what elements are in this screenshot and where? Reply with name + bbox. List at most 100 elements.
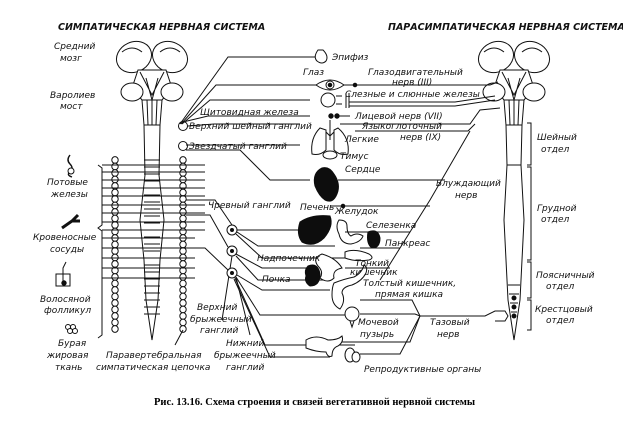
small-intestine-label: Тонкий кишечник xyxy=(350,259,398,278)
liver-icon xyxy=(297,215,332,245)
svg-text:Средний: Средний xyxy=(54,42,95,52)
svg-text:сосуды: сосуды xyxy=(50,245,84,255)
chain-ganglion xyxy=(111,273,119,281)
sympathetic-header: СИМПАТИЧЕСКАЯ НЕРВНАЯ СИСТЕМА xyxy=(58,22,265,33)
svg-text:жировая: жировая xyxy=(46,351,89,361)
chain-ganglion xyxy=(111,318,119,327)
chain-ganglion xyxy=(111,162,119,171)
chain-ganglion xyxy=(111,279,119,288)
superior-mesenteric-ganglion: Верхний брыжеечный ганглий xyxy=(190,245,252,336)
brown-fat-icon xyxy=(65,324,78,334)
svg-text:Блуждающий: Блуждающий xyxy=(436,179,501,189)
svg-text:мозг: мозг xyxy=(60,54,82,64)
right-paravertebral-chain xyxy=(179,156,187,333)
figure-caption: Рис. 13.16. Схема строения и связей веге… xyxy=(154,397,475,408)
facial-ganglion-icon xyxy=(328,113,340,119)
chain-ganglion xyxy=(111,169,119,177)
svg-text:брыжеечный: брыжеечный xyxy=(190,315,252,325)
spleen-icon xyxy=(367,230,381,249)
svg-text:пузырь: пузырь xyxy=(360,330,394,340)
right-brainstem-icon xyxy=(477,40,551,126)
chain-ganglion xyxy=(179,292,187,301)
symp-pathway-face xyxy=(187,123,300,127)
sympathetic-segment-lines xyxy=(102,164,205,279)
chain-ganglion xyxy=(179,208,187,216)
left-spinal-cord-icon xyxy=(139,124,165,341)
svg-text:железы: железы xyxy=(50,190,88,200)
svg-text:Кровеносные: Кровеносные xyxy=(33,233,97,243)
chain-ganglion xyxy=(179,169,187,177)
svg-text:отдел: отдел xyxy=(546,316,575,326)
pons-label: Варолиев мост xyxy=(50,91,95,112)
chain-ganglion xyxy=(179,221,187,229)
large-intestine-icon xyxy=(331,264,368,310)
svg-text:Толстый кишечник,: Толстый кишечник, xyxy=(363,279,456,289)
chain-ganglion xyxy=(111,208,119,216)
vagus-nerve: Блуждающий нерв xyxy=(330,130,501,281)
chain-ganglion xyxy=(179,299,187,307)
chain-ganglion xyxy=(111,286,119,294)
chain-ganglion xyxy=(179,195,187,203)
chain-ganglion xyxy=(111,247,119,255)
chain-ganglion xyxy=(111,305,119,314)
right-spinal-cord-icon xyxy=(503,124,525,341)
svg-text:нерв (IX): нерв (IX) xyxy=(400,133,441,143)
chain-ganglion xyxy=(179,286,187,294)
chain-ganglion xyxy=(111,195,119,203)
svg-text:Крестцовый: Крестцовый xyxy=(535,305,593,315)
svg-text:Чревный ганглий: Чревный ганглий xyxy=(208,201,291,211)
chain-ganglion xyxy=(179,156,187,164)
chain-ganglion xyxy=(179,325,187,333)
uterus-icon xyxy=(305,335,343,357)
svg-text:Звездчатый ганглий: Звездчатый ганглий xyxy=(189,142,287,152)
svg-text:Потовые: Потовые xyxy=(47,178,88,188)
thoracic-section-label: Грудной отдел xyxy=(537,204,577,225)
svg-text:прямая кишка: прямая кишка xyxy=(375,290,443,300)
symp-pathway-thyroid xyxy=(182,115,310,123)
cervical-section-label: Шейный отдел xyxy=(537,133,577,155)
svg-text:Волосяной: Волосяной xyxy=(40,295,91,305)
svg-text:отдел: отдел xyxy=(541,145,570,155)
chain-ganglion xyxy=(111,214,119,223)
pineal-gland-icon xyxy=(314,49,328,64)
svg-text:ткань: ткань xyxy=(55,363,82,373)
blood-vessel-icon xyxy=(61,213,80,230)
stomach-label: Желудок xyxy=(334,207,379,217)
thymus-label: Тимус xyxy=(340,152,368,162)
abdominal-sympathetic-pathways xyxy=(186,199,355,358)
svg-text:Языкоглоточный: Языкоглоточный xyxy=(361,122,442,132)
chain-ganglion xyxy=(179,240,187,249)
chain-ganglion xyxy=(111,227,119,236)
eye-label: Глаз xyxy=(303,68,324,78)
svg-text:Тонкий: Тонкий xyxy=(355,259,389,269)
liver-label: Печень xyxy=(300,203,334,213)
pancreas-icon xyxy=(344,249,373,262)
bladder-icon xyxy=(344,306,360,329)
stellate-ganglion: Звездчатый ганглий xyxy=(178,141,287,152)
kidney-icon xyxy=(304,264,321,287)
chain-ganglion xyxy=(111,188,119,197)
svg-text:нерв (III): нерв (III) xyxy=(392,78,432,88)
svg-text:Лицевой нерв (VII): Лицевой нерв (VII) xyxy=(354,112,443,122)
chain-ganglion xyxy=(179,214,187,223)
chain-ganglion xyxy=(111,240,119,249)
lungs-icon xyxy=(311,120,349,155)
chain-ganglion xyxy=(179,227,187,236)
symp-pathway-glands xyxy=(181,99,310,125)
svg-text:Паравертебральная: Паравертебральная xyxy=(106,351,202,361)
svg-text:фолликул: фолликул xyxy=(44,306,91,316)
glossopharyngeal-nerve: Языкоглоточный нерв (IX) xyxy=(340,107,501,143)
svg-text:Нижний: Нижний xyxy=(226,339,264,349)
hair-follicle-icon xyxy=(55,261,71,287)
thyroid-label: Щитовидная железа xyxy=(200,108,299,118)
svg-text:Грудной: Грудной xyxy=(537,204,577,214)
svg-text:нерв: нерв xyxy=(455,191,477,201)
stomach-icon xyxy=(336,219,364,245)
svg-text:отдел: отдел xyxy=(541,215,570,225)
adrenal-label: Надпочечник xyxy=(257,254,321,264)
lacrimal-salivary-nerve xyxy=(349,95,496,107)
svg-text:кишечник: кишечник xyxy=(350,268,398,278)
lumbar-section-label: Поясничный отдел xyxy=(536,271,595,292)
superior-cervical-ganglion: Верхний шейный ганглий xyxy=(178,121,312,132)
spleen-label: Селезенка xyxy=(366,221,416,231)
